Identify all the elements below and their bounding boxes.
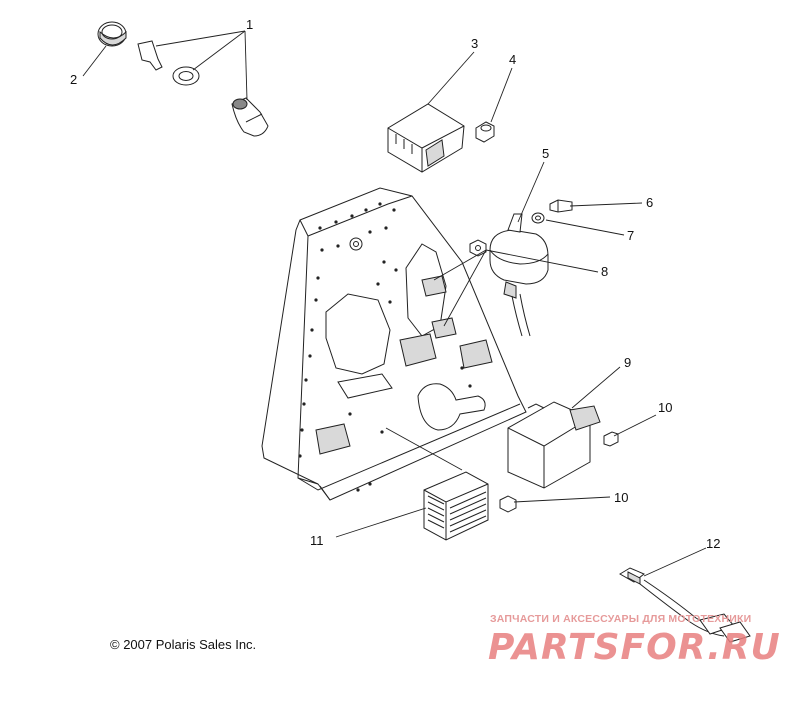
callout-6: 6 <box>646 195 653 210</box>
callout-10-lower: 10 <box>614 490 628 505</box>
callout-12: 12 <box>706 536 720 551</box>
watermark-brand: PARTSFOR.RU <box>488 627 781 668</box>
callout-9: 9 <box>624 355 631 370</box>
part-12-sensor-harness <box>619 567 751 643</box>
watermark-tagline: ЗАПЧАСТИ И АКСЕССУАРЫ ДЛЯ МОТОТЕХНИКИ <box>490 613 752 625</box>
copyright-notice: © 2007 Polaris Sales Inc. <box>110 637 257 652</box>
callout-7: 7 <box>627 228 634 243</box>
part-2-cap <box>97 21 127 47</box>
callout-8: 8 <box>601 264 608 279</box>
part-3-module <box>387 103 465 173</box>
callout-1: 1 <box>246 17 253 32</box>
part-11-regulator <box>423 471 489 541</box>
part-10-bolt-lower <box>499 495 517 513</box>
leader-lines <box>82 30 707 577</box>
part-7-washer <box>531 212 545 224</box>
callout-4: 4 <box>509 52 516 67</box>
callout-labels: 1 2 3 4 5 6 7 8 9 10 10 11 12 <box>70 17 720 551</box>
part-9-module <box>507 401 601 489</box>
part-6-bolt <box>549 199 573 213</box>
callout-3: 3 <box>471 36 478 51</box>
callout-11: 11 <box>310 533 324 548</box>
mounting-plate <box>261 187 527 501</box>
callout-5: 5 <box>542 146 549 161</box>
part-10-bolt-upper <box>603 431 619 447</box>
callout-2: 2 <box>70 72 77 87</box>
part-4-bolt <box>475 121 495 143</box>
callout-10-upper: 10 <box>658 400 672 415</box>
part-1-switch-assembly <box>137 40 269 137</box>
part-5-coil <box>489 213 549 337</box>
